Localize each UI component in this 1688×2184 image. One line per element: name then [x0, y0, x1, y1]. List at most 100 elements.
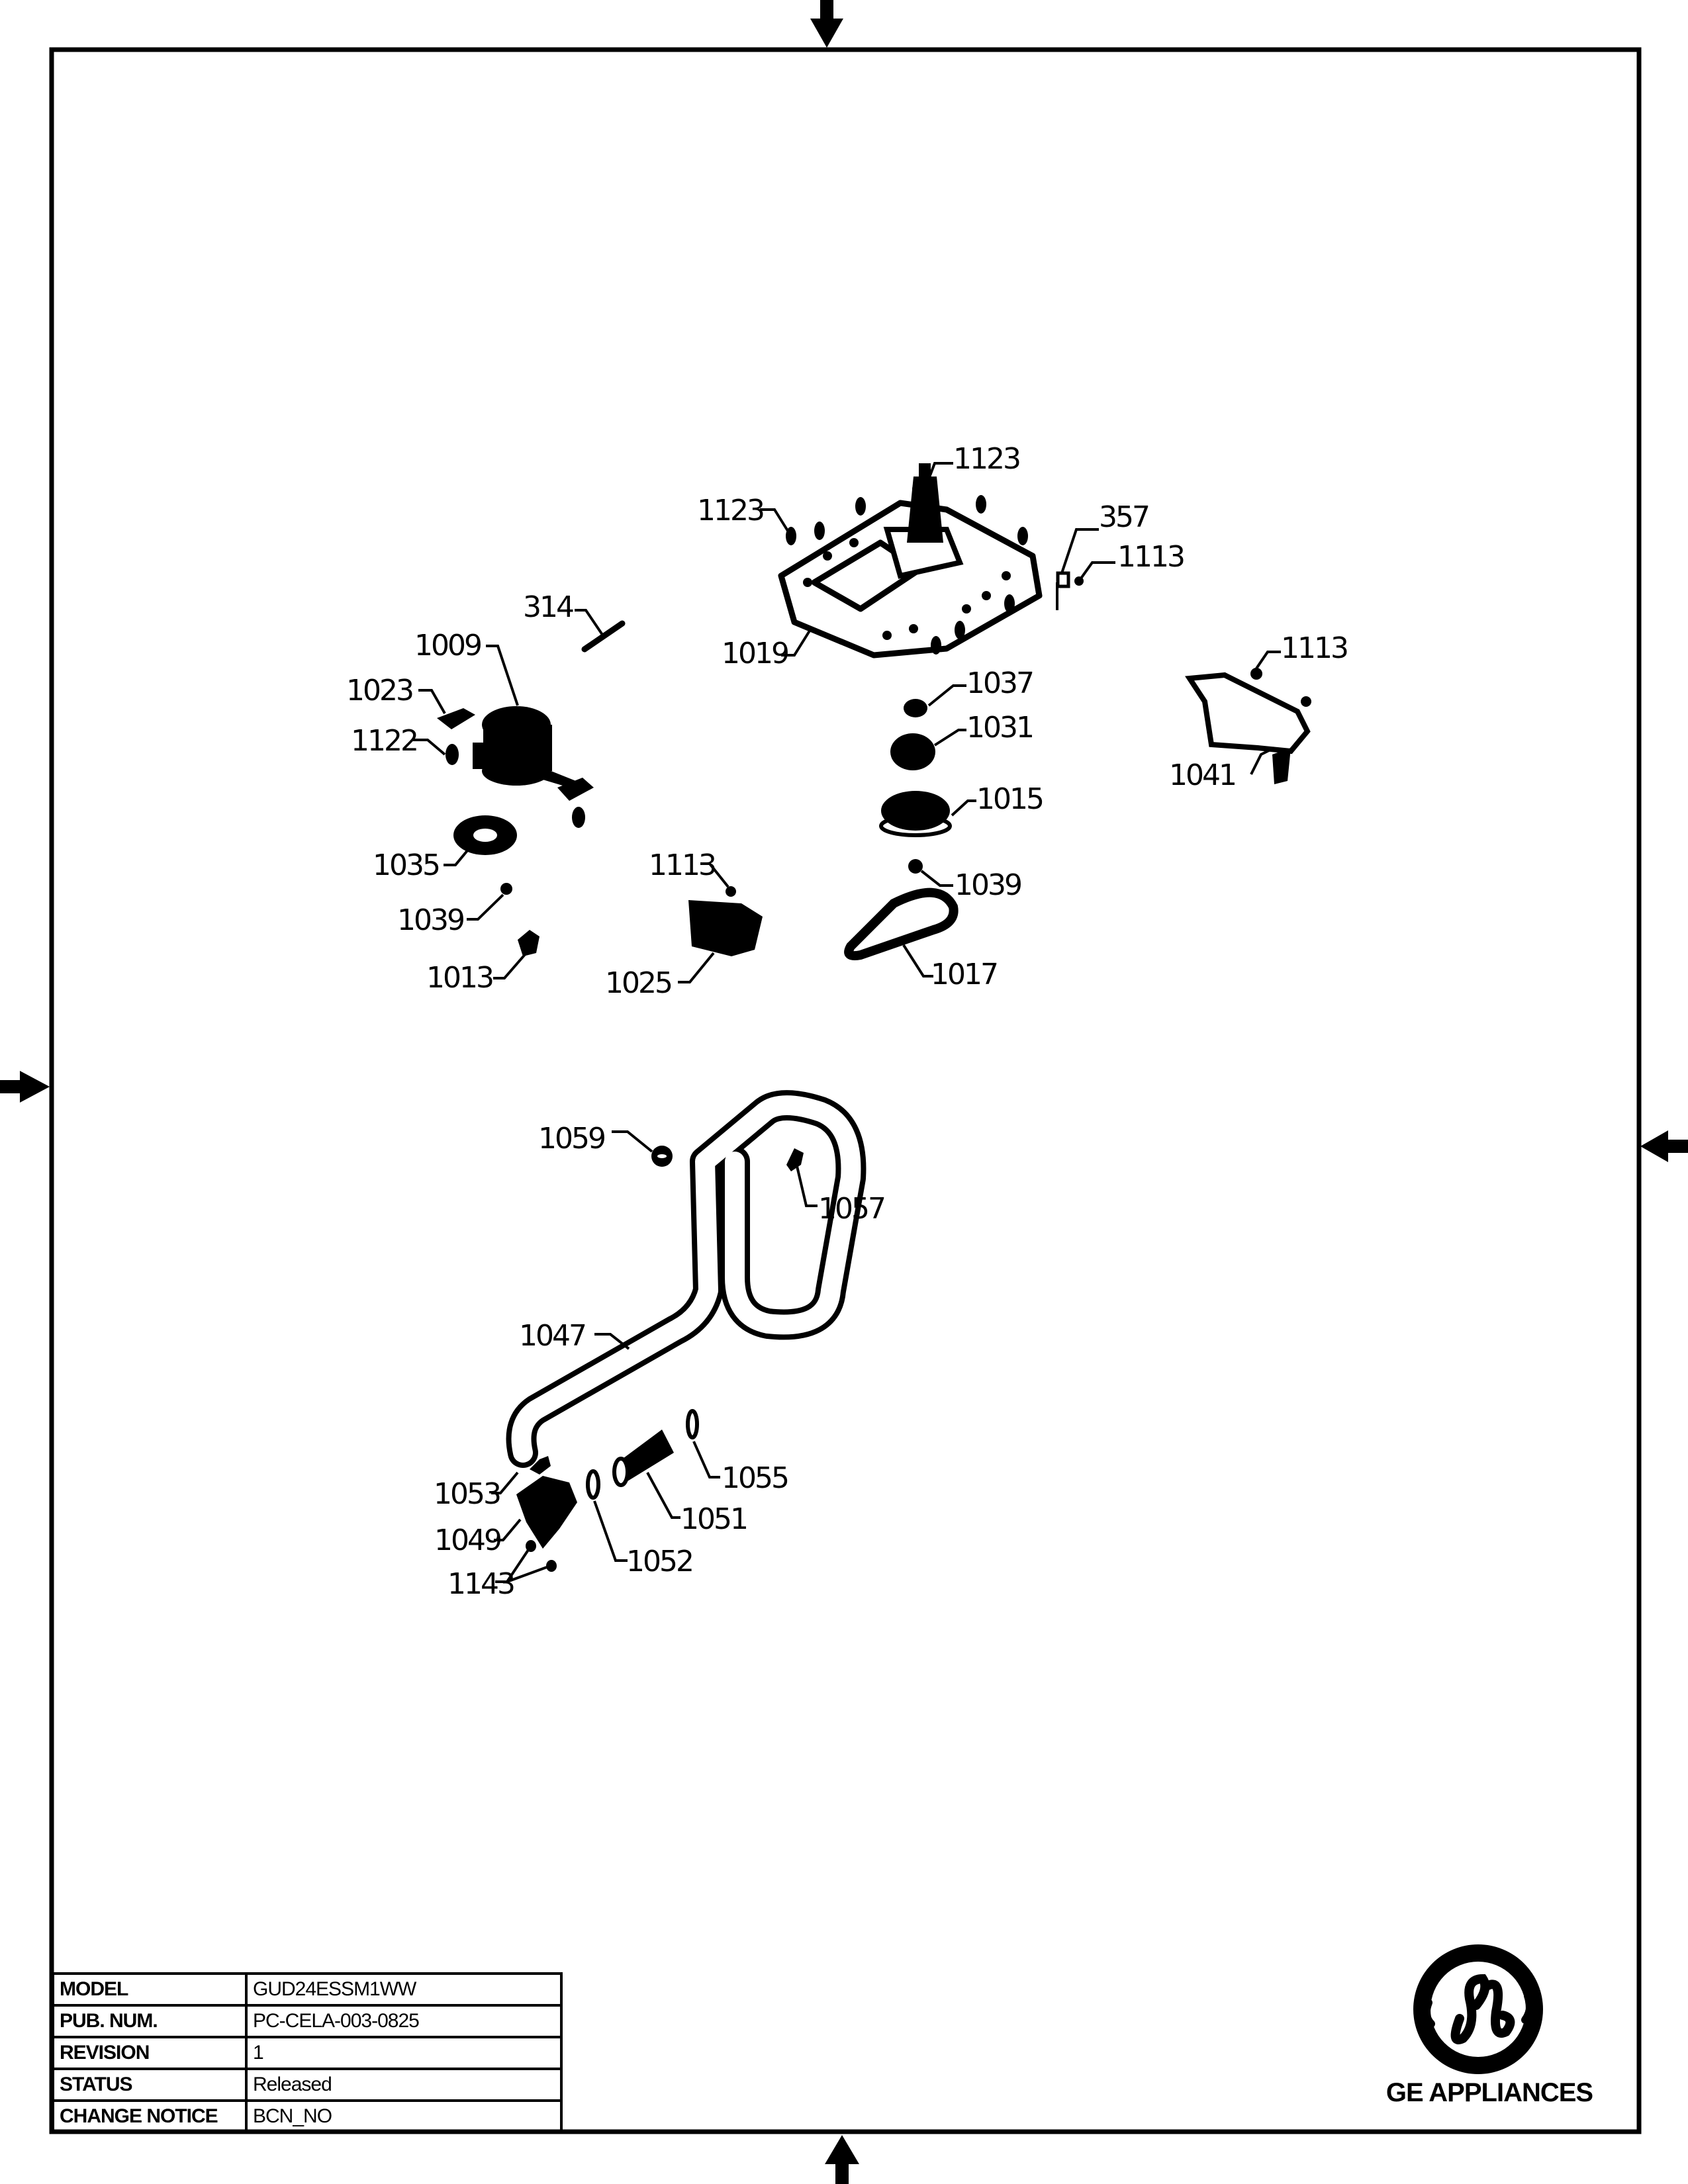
part-1143-screw-b[interactable] [546, 1560, 557, 1572]
svg-text:1015: 1015 [976, 782, 1043, 816]
callout-1057: 1057 [795, 1163, 886, 1226]
brand-name: GE APPLIANCES [1385, 2078, 1593, 2107]
status-value: Released [245, 2068, 563, 2102]
svg-text:1039: 1039 [397, 903, 463, 937]
callout-1059: 1059 [538, 1122, 653, 1156]
svg-text:1025: 1025 [605, 966, 671, 1000]
part-1023-mount-a[interactable] [437, 708, 475, 729]
callout-1113-c: 1113 [649, 848, 729, 888]
part-1122-screw[interactable] [445, 744, 459, 765]
callout-1123-top: 1123 [923, 442, 1021, 492]
callout-1009: 1009 [414, 629, 519, 706]
part-1113-screw-b[interactable] [1250, 668, 1262, 680]
svg-text:1051: 1051 [680, 1502, 747, 1536]
part-1049-drain-pump[interactable] [516, 1476, 577, 1549]
svg-text:1039: 1039 [955, 868, 1021, 902]
callout-1023: 1023 [346, 674, 446, 714]
callout-1051: 1051 [646, 1472, 749, 1536]
part-1019-base-plate[interactable] [778, 463, 1043, 659]
part-1017-belt[interactable] [844, 887, 959, 961]
title-block-row: MODEL GUD24ESSM1WW [52, 1972, 563, 2007]
change-notice-value: BCN_NO [245, 2099, 563, 2134]
part-1039-seal-b[interactable] [908, 859, 923, 874]
part-1057-clip[interactable] [786, 1148, 804, 1171]
callout-1017: 1017 [902, 944, 999, 991]
part-1113-screw-b2[interactable] [1301, 696, 1311, 707]
callout-1039-left: 1039 [397, 893, 504, 937]
svg-text:1037: 1037 [966, 666, 1033, 700]
top-center-arrow [810, 0, 843, 48]
svg-text:1019: 1019 [722, 637, 788, 670]
ge-logo-icon [1413, 1944, 1543, 2074]
revision-value: 1 [245, 2036, 563, 2070]
callout-1052: 1052 [593, 1500, 694, 1578]
left-center-arrow [0, 1071, 50, 1103]
pub-num-label: PUB. NUM. [52, 2004, 248, 2038]
part-1031-hub[interactable] [890, 733, 935, 770]
callout-1019: 1019 [722, 627, 812, 670]
callout-1053: 1053 [434, 1471, 519, 1511]
part-1123-screws[interactable] [786, 480, 1028, 655]
part-1025-bracket[interactable] [688, 900, 763, 956]
svg-text:1031: 1031 [966, 711, 1033, 745]
pub-num-value: PC-CELA-003-0825 [245, 2004, 563, 2038]
svg-text:1143: 1143 [447, 1567, 514, 1601]
part-1143-screw-a[interactable] [526, 1540, 536, 1552]
callout-314: 314 [523, 590, 605, 638]
callout-1113-b: 1113 [1255, 631, 1349, 670]
svg-text:1041: 1041 [1169, 758, 1235, 792]
svg-text:1047: 1047 [519, 1319, 585, 1353]
callout-1015: 1015 [951, 782, 1045, 817]
model-value: GUD24ESSM1WW [245, 1972, 563, 2007]
svg-text:1035: 1035 [373, 848, 439, 882]
part-1053-cap[interactable] [530, 1456, 551, 1475]
part-1047-drain-hose[interactable] [506, 1090, 867, 1468]
svg-text:1057: 1057 [818, 1192, 884, 1226]
svg-text:1123: 1123 [697, 494, 763, 527]
svg-text:1013: 1013 [426, 961, 492, 995]
part-1052-clamp[interactable] [586, 1469, 600, 1500]
part-1122-screw-b[interactable] [572, 807, 585, 828]
callout-1025: 1025 [605, 952, 715, 1000]
part-1051-pipe[interactable] [612, 1430, 674, 1487]
title-block-row: STATUS Released [52, 2068, 563, 2102]
part-1013-fitting[interactable] [518, 930, 539, 956]
svg-text:314: 314 [523, 590, 573, 624]
callout-1055: 1055 [692, 1441, 790, 1495]
revision-label: REVISION [52, 2036, 248, 2070]
callout-1113-a: 1113 [1078, 540, 1186, 582]
svg-text:1113: 1113 [1117, 540, 1184, 574]
status-label: STATUS [52, 2068, 248, 2102]
part-1023-mount-b[interactable] [557, 778, 594, 801]
part-1009-motor[interactable] [473, 706, 576, 788]
part-1039-seal-a[interactable] [500, 883, 512, 895]
title-block-row: REVISION 1 [52, 2036, 563, 2070]
right-center-arrow [1640, 1130, 1688, 1162]
part-1059-grommet[interactable] [651, 1146, 673, 1167]
svg-text:1113: 1113 [649, 848, 715, 882]
svg-text:1017: 1017 [931, 958, 997, 991]
title-block-row: PUB. NUM. PC-CELA-003-0825 [52, 2004, 563, 2038]
callout-1041: 1041 [1169, 747, 1275, 792]
callout-1122: 1122 [351, 724, 446, 758]
callout-1037: 1037 [927, 666, 1035, 707]
part-1055-clamp[interactable] [686, 1409, 699, 1439]
bottom-center-arrow [825, 2135, 859, 2184]
svg-text:1059: 1059 [538, 1122, 604, 1156]
part-1035-impeller[interactable] [453, 815, 517, 855]
svg-text:1052: 1052 [626, 1545, 692, 1578]
part-1041-bracket[interactable] [1185, 672, 1311, 784]
callout-1049: 1049 [434, 1518, 522, 1557]
part-1037-cap[interactable] [904, 699, 927, 717]
title-block-row: CHANGE NOTICE BCN_NO [52, 2099, 563, 2134]
svg-text:1055: 1055 [722, 1461, 788, 1495]
part-357-clip[interactable] [1056, 571, 1070, 610]
part-1113-screw-c[interactable] [726, 886, 736, 897]
svg-text:357: 357 [1099, 500, 1149, 534]
part-1015-pulley[interactable] [879, 791, 952, 837]
svg-text:1123: 1123 [953, 442, 1019, 476]
change-notice-label: CHANGE NOTICE [52, 2099, 248, 2134]
title-block: MODEL GUD24ESSM1WW PUB. NUM. PC-CELA-003… [52, 1972, 563, 2134]
callout-1047: 1047 [519, 1319, 630, 1353]
